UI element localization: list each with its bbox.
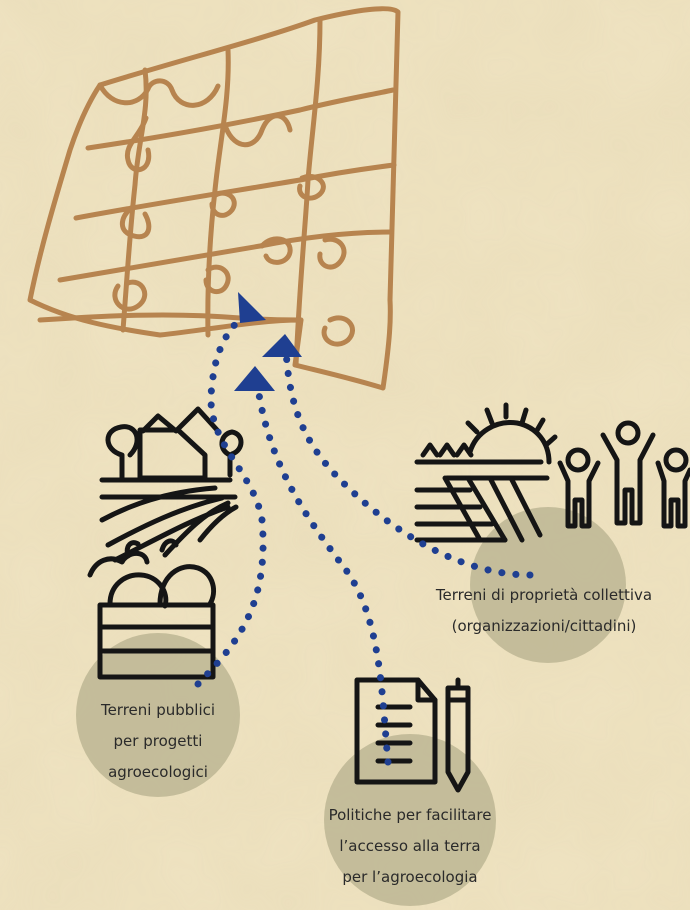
arrowheads xyxy=(234,292,302,391)
collective-land-line-1: Terreni di proprietà collettiva xyxy=(435,586,653,604)
arrow-path-policy xyxy=(254,384,392,766)
collective-land-label: Terreni di proprietà collettiva (organiz… xyxy=(436,580,652,642)
policy-line-2: l’accesso alla terra xyxy=(339,837,481,855)
policy-line-1: Politiche per facilitare xyxy=(328,806,492,824)
arrow-path-public xyxy=(194,309,267,688)
label-circle-collective xyxy=(470,507,626,663)
public-land-line-3: agroecologici xyxy=(108,763,208,781)
arrowhead-public xyxy=(238,292,266,323)
label-circle-public xyxy=(76,633,240,797)
puzzle-grid-icon xyxy=(27,6,401,391)
arrows xyxy=(194,309,534,766)
sunrise-field-icon xyxy=(414,402,558,543)
policy-line-3: per l’agroecologia xyxy=(342,868,478,886)
public-land-line-2: per progetti xyxy=(113,732,203,750)
document-pen-icon xyxy=(354,677,471,793)
arrow-path-collective xyxy=(282,346,534,579)
collective-land-line-2: (organizzazioni/cittadini) xyxy=(451,617,637,635)
arrowhead-policy xyxy=(234,366,275,391)
arrowhead-collective xyxy=(262,334,302,357)
produce-crate-icon xyxy=(87,538,216,680)
farm-icon xyxy=(99,406,244,563)
puzzle-tabs xyxy=(97,78,355,347)
policy-label: Politiche per facilitare l’accesso alla … xyxy=(329,800,492,893)
public-land-line-1: Terreni pubblici xyxy=(100,701,216,719)
people-icon xyxy=(557,420,690,529)
public-land-label: Terreni pubblici per progetti agroecolog… xyxy=(101,695,215,788)
